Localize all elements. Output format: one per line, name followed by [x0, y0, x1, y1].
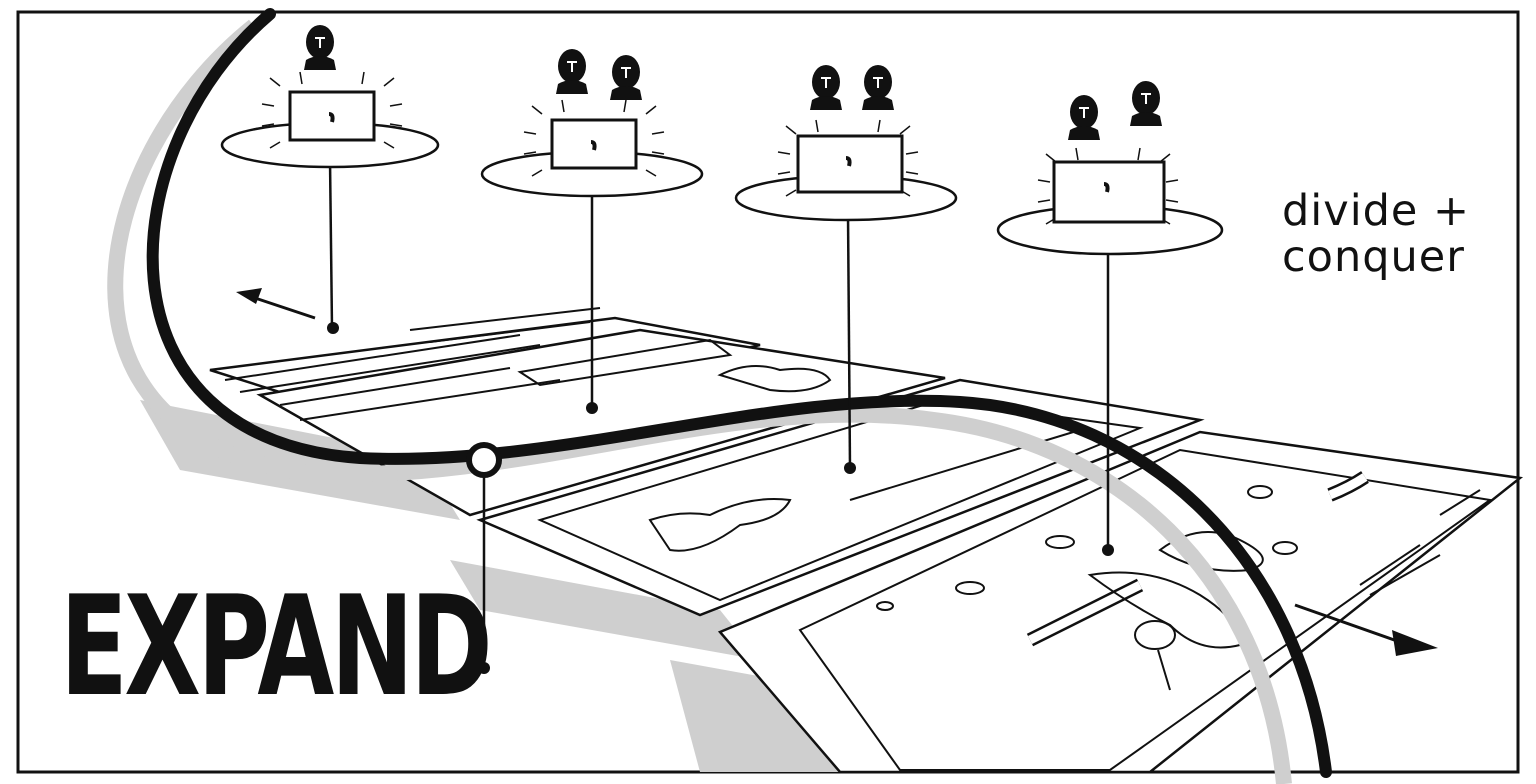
person-silhouette-icon	[303, 24, 337, 71]
laptop-icon	[288, 90, 376, 142]
workstation	[734, 64, 958, 474]
person-silhouette-icon	[809, 64, 843, 111]
direction-arrow-icon	[1294, 603, 1438, 656]
person-silhouette-icon	[609, 54, 643, 101]
workstation	[480, 48, 704, 414]
path-start-node-icon[interactable]	[466, 442, 502, 478]
divide-conquer-caption: divide + conquer	[1282, 188, 1470, 280]
caption-line-2: conquer	[1282, 232, 1465, 282]
start-node-dot	[478, 662, 490, 674]
winding-path-line	[146, 8, 1332, 778]
person-silhouette-icon	[1129, 80, 1163, 127]
person-silhouette-icon	[861, 64, 895, 111]
workstation	[996, 80, 1224, 556]
caption-line-1: divide +	[1282, 186, 1471, 236]
workstation	[220, 24, 440, 334]
direction-arrow-icon	[236, 288, 316, 320]
person-silhouette-icon	[1067, 94, 1101, 141]
map-details	[224, 307, 1493, 771]
person-silhouette-icon	[555, 48, 589, 95]
expand-heading: EXPAND	[60, 566, 493, 727]
laptop-icon	[550, 118, 638, 170]
